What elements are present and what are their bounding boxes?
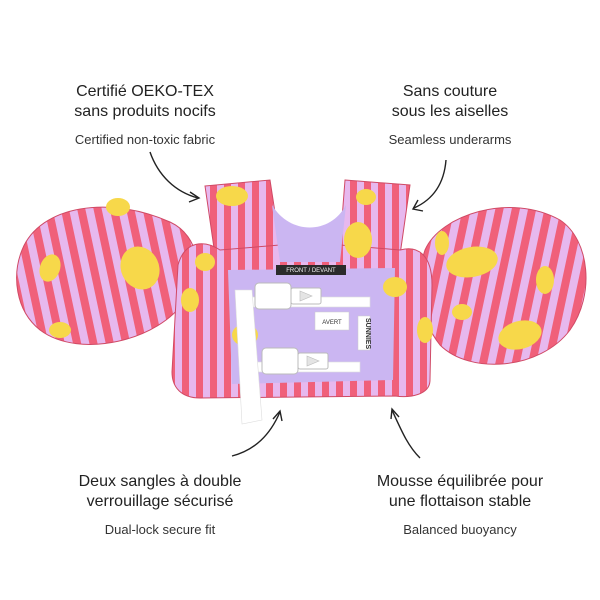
arrow-straps-head <box>272 409 283 422</box>
arrow-oekotex <box>149 151 199 199</box>
arrow-seamless-head <box>411 199 424 212</box>
callout-straps-fr: Deux sangles à double verrouillage sécur… <box>78 473 242 510</box>
right-arm-float <box>419 207 587 365</box>
arrow-straps <box>231 411 281 457</box>
callout-seamless-en: Seamless underarms <box>388 132 512 147</box>
brand-tag: SUNNIES <box>364 318 371 349</box>
callout-oekotex-fr: Certifié OEKO-TEX sans produits nocifs <box>74 83 216 120</box>
arrow-oekotex-head <box>188 191 201 203</box>
warning-label: AVERT <box>322 320 342 326</box>
callout-straps: Deux sangles à double verrouillage sécur… <box>40 472 280 538</box>
buckle-top <box>254 282 322 310</box>
arrow-buoyancy-head <box>390 407 400 420</box>
buckle-bottom <box>261 347 329 375</box>
front-label: FRONT / DEVANT <box>286 268 336 274</box>
callout-buoyancy-fr: Mousse équilibrée pour une flottaison st… <box>376 473 544 510</box>
callout-seamless: Sans couture sous les aiselles Seamless … <box>335 82 565 148</box>
dual-lock-straps <box>234 282 371 425</box>
arrow-buoyancy <box>391 409 421 459</box>
left-arm-float <box>16 198 198 345</box>
callout-oekotex: Certifié OEKO-TEX sans produits nocifs C… <box>30 82 260 148</box>
callout-oekotex-en: Certified non-toxic fabric <box>74 132 216 147</box>
callout-straps-en: Dual-lock secure fit <box>104 522 216 537</box>
callout-seamless-fr: Sans couture sous les aiselles <box>391 83 509 120</box>
arrow-seamless <box>413 159 447 209</box>
callout-buoyancy-en: Balanced buoyancy <box>403 522 517 537</box>
callout-buoyancy: Mousse équilibrée pour une flottaison st… <box>340 472 580 538</box>
